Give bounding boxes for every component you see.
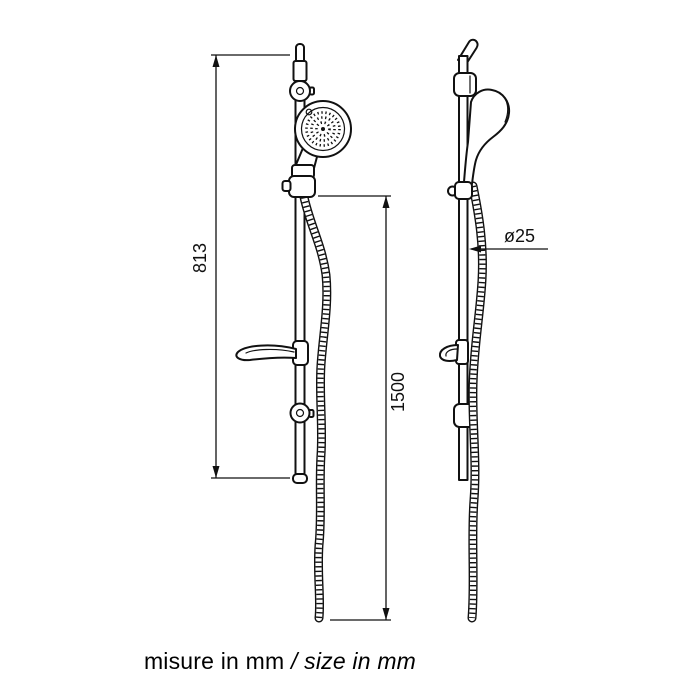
soap-dish-wire-front xyxy=(245,348,295,354)
diameter-arrow xyxy=(469,245,481,253)
hose-ribs-front xyxy=(300,196,330,619)
spray-center-dot xyxy=(321,127,325,131)
diameter-label: ø25 xyxy=(504,226,535,246)
spray-ring-inner xyxy=(315,121,331,137)
dim-1500-arrow-up xyxy=(382,196,390,208)
shower-head-front xyxy=(294,100,352,158)
soap-dish-wire-side xyxy=(445,348,458,357)
units-note-primary: misure in mm xyxy=(143,648,291,674)
spray-ring-middle xyxy=(310,116,336,142)
shower-head-faceplate-side xyxy=(499,92,509,123)
dim-1500-arrow-down xyxy=(382,608,390,620)
rail-top-sleeve-front xyxy=(292,60,308,82)
rail-side xyxy=(458,55,469,481)
slider-body-front xyxy=(288,175,316,198)
shower-head-logo-dot xyxy=(305,108,313,116)
front-view xyxy=(235,43,352,623)
shower-hose-front xyxy=(299,192,332,623)
dimension-1500: 1500 xyxy=(318,195,408,621)
hose-ribs-side xyxy=(468,185,486,619)
shower-hose-side xyxy=(467,181,487,623)
lower-bracket-detail-front xyxy=(295,408,305,418)
spray-ring-outer xyxy=(305,111,341,147)
dim-813-arrow-down xyxy=(212,466,220,478)
upper-bracket-detail-front xyxy=(295,86,305,96)
soap-dish-side xyxy=(438,344,459,362)
diameter-annotation: ø25 xyxy=(469,226,548,253)
side-view xyxy=(438,38,511,623)
rail-bottom-cap-front xyxy=(292,473,308,484)
slider-release-knob-front xyxy=(281,180,292,192)
soap-dish-front xyxy=(235,344,297,362)
upper-wall-bracket-side xyxy=(453,72,477,97)
dimension-813: 813 xyxy=(190,54,290,479)
shower-head-side xyxy=(463,88,511,185)
dim-813-arrow-up xyxy=(212,55,220,67)
lower-wall-bracket-front xyxy=(289,402,311,424)
dim-813-label: 813 xyxy=(190,243,210,273)
upper-wall-bracket-front xyxy=(289,80,311,102)
units-note: misure in mm / size in mm xyxy=(30,648,530,675)
shower-head-face-rim xyxy=(300,106,346,152)
dim-1500-label: 1500 xyxy=(388,372,408,412)
units-note-secondary: / size in mm xyxy=(290,648,417,674)
slider-body-side xyxy=(454,181,473,200)
